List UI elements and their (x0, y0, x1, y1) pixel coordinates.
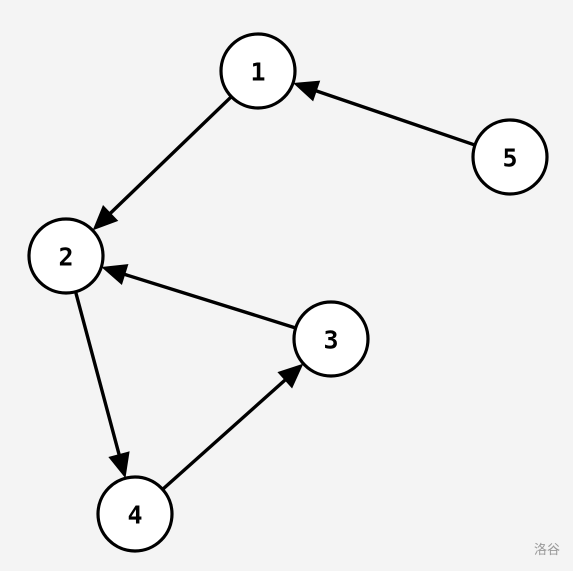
arrowhead-icon (108, 451, 130, 479)
watermark-text: 洛谷 (533, 543, 560, 558)
edge-3-to-2 (101, 264, 297, 330)
edge-4-to-3 (161, 363, 304, 491)
edge-line (108, 95, 233, 216)
node-circle (219, 32, 297, 110)
edge-2-to-4 (73, 291, 130, 479)
edge-line (314, 88, 476, 147)
arrowhead-icon (101, 264, 129, 286)
node-1: 1 (219, 32, 297, 110)
edge-line (161, 377, 288, 491)
edge-5-to-1 (293, 80, 476, 147)
node-2: 2 (27, 217, 105, 295)
node-label: 5 (502, 144, 517, 173)
node-label: 4 (127, 501, 142, 530)
node-circle (27, 217, 105, 295)
edge-line (122, 272, 297, 330)
arrowhead-icon (293, 80, 321, 102)
node-label: 1 (250, 58, 265, 87)
node-5: 5 (471, 118, 549, 196)
arrowhead-icon (92, 205, 119, 231)
node-circle (292, 300, 370, 378)
node-circle (96, 475, 174, 553)
node-label: 2 (58, 243, 73, 272)
edge-1-to-2 (92, 95, 233, 231)
node-circle (471, 118, 549, 196)
node-label: 3 (323, 326, 338, 355)
edges-layer (73, 80, 476, 491)
node-4: 4 (96, 475, 174, 553)
nodes-layer: 1 2 3 4 5 (27, 32, 549, 553)
edge-line (73, 291, 122, 457)
arrowhead-icon (277, 363, 304, 389)
node-3: 3 (292, 300, 370, 378)
